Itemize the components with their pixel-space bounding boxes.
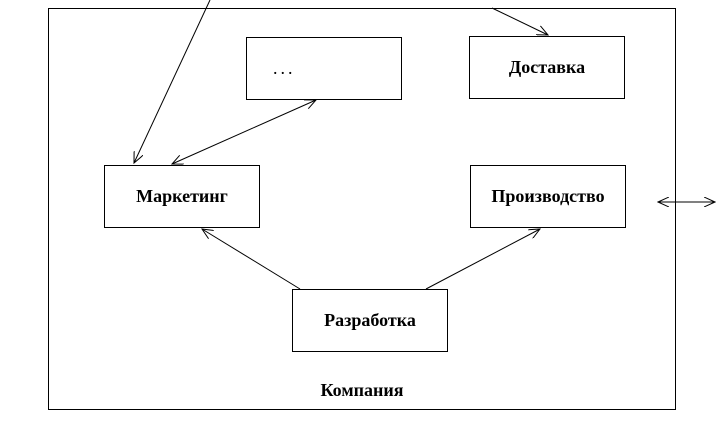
ellipsis-label: ... bbox=[273, 58, 296, 78]
delivery-label: Доставка bbox=[508, 57, 586, 77]
marketing-label: Маркетинг bbox=[136, 186, 228, 206]
company-frame bbox=[48, 8, 676, 410]
development-box: Разработка bbox=[292, 289, 448, 352]
delivery-box: Доставка bbox=[469, 36, 625, 99]
production-box: Производство bbox=[470, 165, 626, 228]
ellipsis-box: ... bbox=[246, 37, 402, 100]
development-label: Разработка bbox=[324, 310, 416, 330]
production-label: Производство bbox=[491, 186, 605, 206]
company-label: Компания bbox=[320, 380, 404, 400]
marketing-box: Маркетинг bbox=[104, 165, 260, 228]
